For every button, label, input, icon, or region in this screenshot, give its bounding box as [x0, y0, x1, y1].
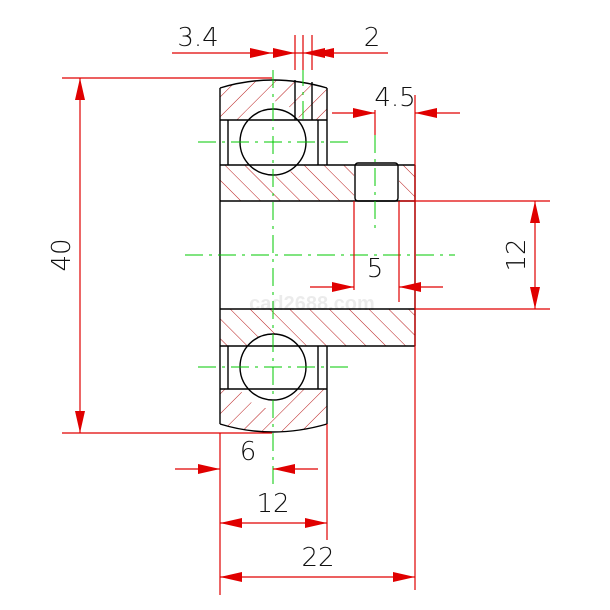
set-screw: [354, 162, 399, 202]
dim-screw-offset: 4.5: [374, 83, 415, 113]
dim-ring-width: 12: [256, 489, 289, 519]
part-outline: [219, 79, 416, 433]
dim-groove-right: 2: [364, 23, 381, 53]
dim-groove-left: 3.4: [177, 23, 218, 53]
dim-outer-diameter: 40: [47, 238, 77, 271]
dim-screw-diameter: 5: [367, 254, 384, 284]
section-hatching: [220, 80, 415, 432]
dimension-lines: [62, 35, 550, 595]
watermark: cad2688.com: [249, 293, 375, 315]
dim-ball-offset: 6: [240, 437, 257, 467]
dim-total-width: 22: [301, 543, 334, 573]
dim-bore: 12: [502, 238, 532, 271]
centerlines: [185, 68, 455, 488]
